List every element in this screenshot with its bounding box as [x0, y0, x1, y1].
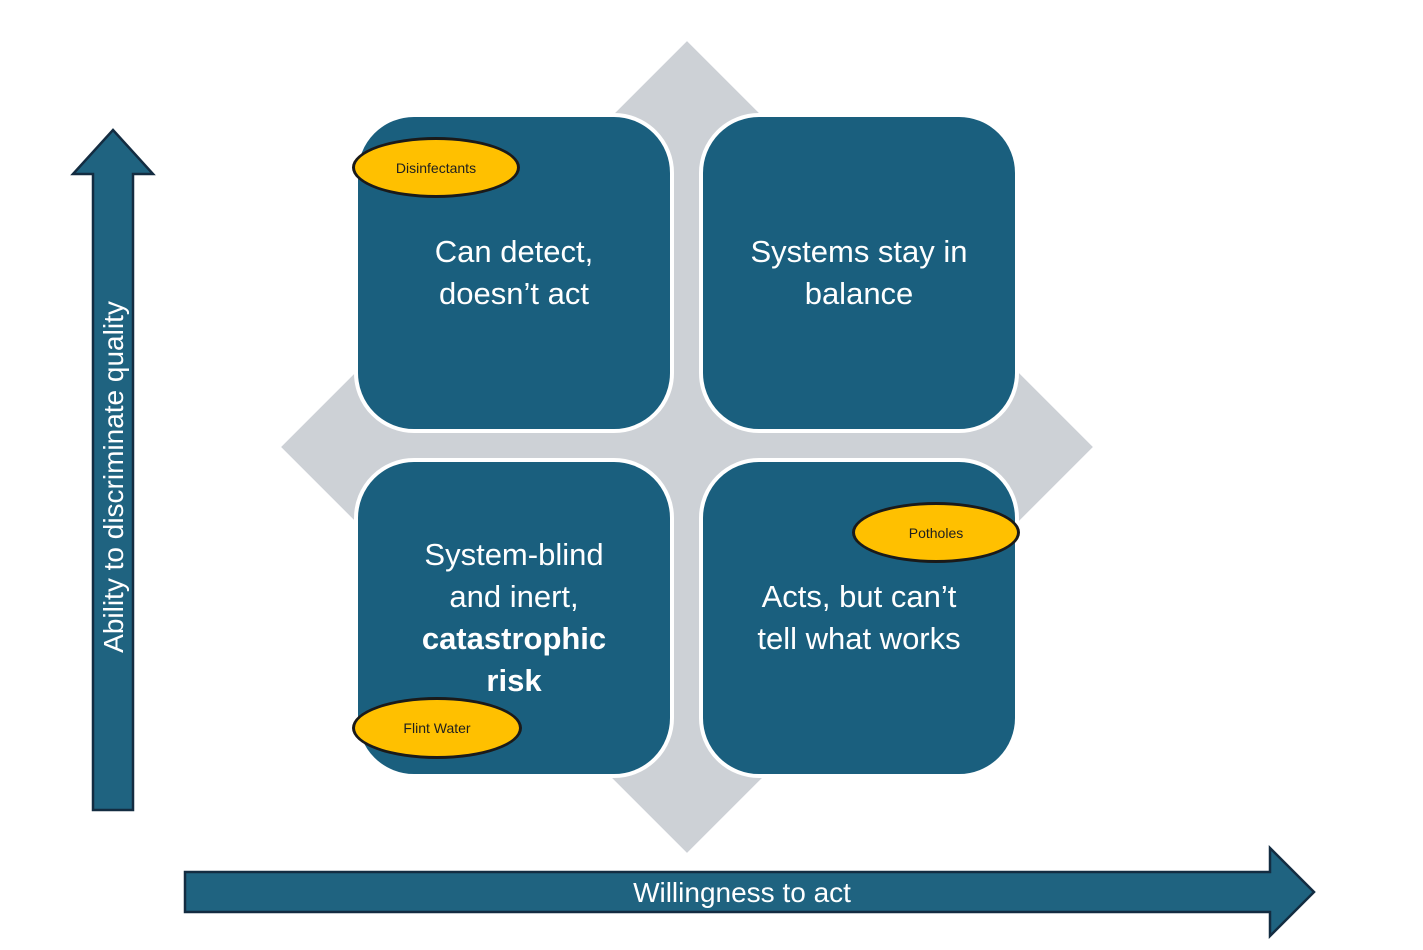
quadrant-top-right-text: Systems stay in balance: [750, 231, 967, 315]
tag-flint-water: Flint Water: [352, 697, 522, 759]
quadrant-top-right: Systems stay in balance: [699, 113, 1019, 433]
tag-disinfectants-label: Disinfectants: [395, 159, 477, 176]
quadrant-text-line: System-blind: [424, 537, 604, 572]
quadrant-text-line-bold: catastrophic: [421, 621, 607, 656]
quadrant-bottom-left-text: System-blind and inert, catastrophic ris…: [422, 534, 606, 702]
quadrant-text-line: doesn’t act: [439, 276, 589, 311]
quadrant-text-line: Acts, but can’t: [761, 579, 957, 614]
quadrant-top-left-text: Can detect, doesn’t act: [435, 231, 594, 315]
quadrant-text-line: Can detect,: [434, 234, 594, 269]
tag-disinfectants: Disinfectants: [352, 137, 520, 198]
quadrant-text-line: Systems stay in: [750, 234, 968, 269]
quadrant-text-line: balance: [804, 276, 914, 311]
x-axis-label: Willingness to act: [633, 877, 851, 908]
quadrant-bottom-right-text: Acts, but can’t tell what works: [757, 576, 960, 660]
y-axis-label: Ability to discriminate quality: [98, 301, 129, 653]
tag-potholes: Potholes: [852, 502, 1020, 563]
quadrant-text-line: tell what works: [757, 621, 961, 656]
tag-flint-water-label: Flint Water: [403, 720, 471, 736]
quadrant-text-line-bold: risk: [486, 663, 542, 698]
tag-potholes-label: Potholes: [908, 524, 964, 541]
quadrant-text-line: and inert,: [449, 579, 579, 614]
